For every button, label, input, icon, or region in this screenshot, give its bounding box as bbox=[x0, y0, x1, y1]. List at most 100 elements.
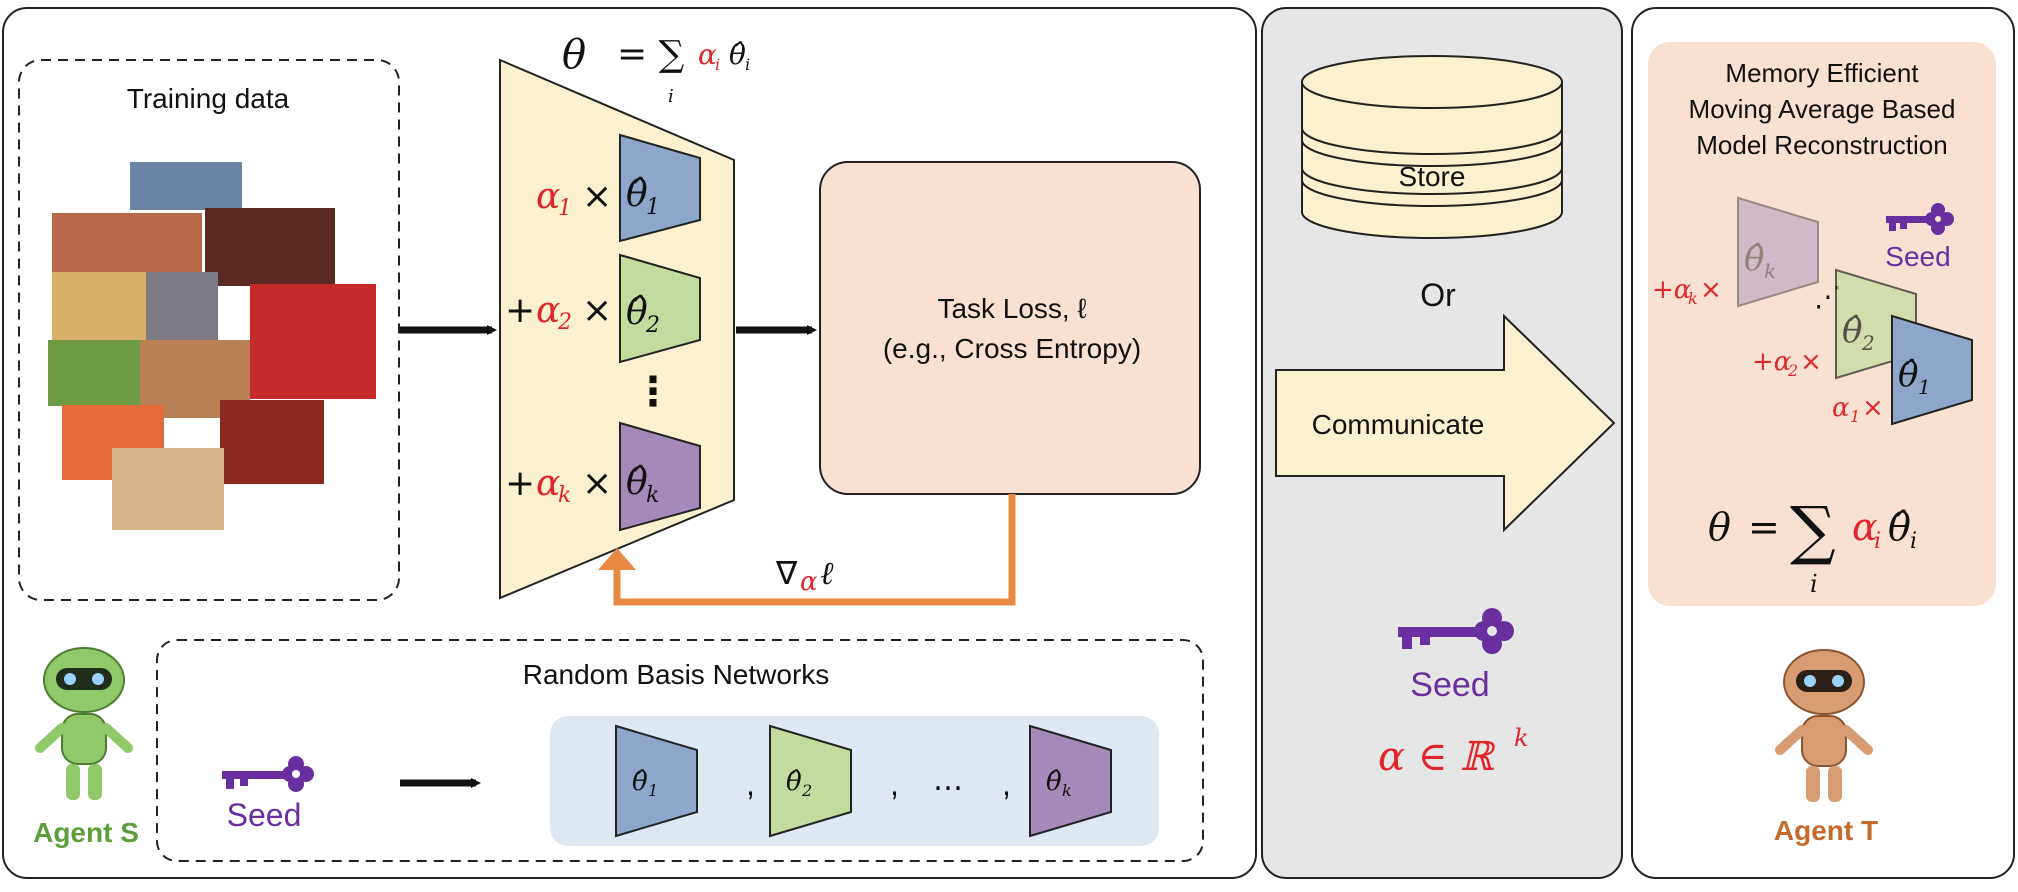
term-alpha1-theta1: α 1 × θ̂ 1 bbox=[536, 133, 701, 243]
reconstruction-title-1: Memory Efficient bbox=[1725, 58, 1919, 88]
vdots: ⋮ bbox=[633, 369, 673, 415]
reconstruction-title-3: Model Reconstruction bbox=[1696, 130, 1947, 160]
svg-text:1: 1 bbox=[1918, 375, 1931, 399]
term-alpha2-theta2: + α 2 × θ̂ 2 bbox=[505, 253, 701, 364]
svg-text:2: 2 bbox=[801, 781, 812, 800]
alpha-space: α ∈ ℝ k bbox=[1378, 724, 1529, 780]
basis-sep-1: , bbox=[746, 766, 755, 802]
svg-text:×: × bbox=[582, 463, 612, 504]
task-loss-line2: (e.g., Cross Entropy) bbox=[883, 333, 1141, 364]
svg-text:α: α bbox=[536, 463, 560, 504]
agent-t-robot-icon bbox=[1775, 649, 1873, 802]
svg-text:θ̂: θ̂ bbox=[626, 174, 648, 215]
svg-text:θ̂: θ̂ bbox=[632, 767, 648, 797]
svg-text:k: k bbox=[1062, 781, 1072, 800]
svg-text:×: × bbox=[582, 290, 612, 331]
svg-text:+α: +α bbox=[1652, 275, 1692, 305]
svg-text:θ: θ bbox=[1708, 505, 1731, 549]
svg-text:∇: ∇ bbox=[775, 554, 798, 592]
right-coeff-1: α 1 × bbox=[1832, 393, 1884, 426]
term-alphak-thetak: + α k × θ̂ k bbox=[505, 421, 701, 532]
svg-text:i: i bbox=[715, 55, 720, 74]
svg-text:α ∈ ℝ: α ∈ ℝ bbox=[1378, 734, 1496, 780]
svg-text:k: k bbox=[1764, 259, 1776, 283]
basis-networks-box bbox=[550, 716, 1159, 846]
svg-text:2: 2 bbox=[1861, 331, 1875, 355]
training-images-collage bbox=[48, 162, 376, 530]
svg-text:k: k bbox=[1688, 289, 1698, 308]
key-icon bbox=[222, 756, 314, 792]
communicate-arrow bbox=[1275, 313, 1616, 533]
thetak-trapezoid bbox=[619, 421, 701, 532]
task-loss-line1: Task Loss, ℓ bbox=[937, 293, 1086, 324]
svg-text:1: 1 bbox=[646, 195, 660, 220]
reconstruction-formula: θ = ∑ i α i θ̂ i bbox=[1708, 494, 1917, 598]
agent-t-label: Agent T bbox=[1774, 815, 1878, 846]
task-loss-box bbox=[819, 161, 1201, 495]
svg-text:θ̂: θ̂ bbox=[1842, 311, 1862, 351]
svg-text:θ̂: θ̂ bbox=[1744, 239, 1764, 279]
gradient-label: ∇ α ℓ bbox=[775, 554, 834, 597]
svg-text:k: k bbox=[558, 483, 571, 508]
svg-text:α: α bbox=[1852, 505, 1878, 549]
svg-text:+: + bbox=[505, 463, 535, 504]
theta2-trapezoid bbox=[619, 253, 701, 364]
svg-text:α: α bbox=[536, 290, 560, 331]
svg-text:θ̂: θ̂ bbox=[729, 38, 746, 71]
svg-text:θ̂: θ̂ bbox=[1898, 355, 1918, 395]
svg-text:×: × bbox=[1700, 275, 1722, 305]
right-coeff-k: +α k × bbox=[1652, 275, 1722, 308]
agent-s-label: Agent S bbox=[33, 817, 139, 848]
svg-text:i: i bbox=[1874, 529, 1881, 554]
basis-theta2: θ̂ 2 bbox=[769, 724, 852, 838]
svg-text:ℓ: ℓ bbox=[820, 554, 834, 592]
svg-text:k: k bbox=[646, 483, 659, 508]
agent-s-robot-icon bbox=[35, 647, 133, 800]
svg-text:α: α bbox=[536, 176, 560, 217]
reconstruction-title-2: Moving Average Based bbox=[1689, 94, 1956, 124]
svg-text:×: × bbox=[1800, 347, 1822, 377]
seed-label-middle: Seed bbox=[1410, 666, 1489, 704]
svg-text:×: × bbox=[1862, 393, 1884, 423]
key-icon bbox=[1886, 203, 1954, 235]
svg-text:+: + bbox=[505, 290, 535, 331]
svg-text:i: i bbox=[745, 55, 750, 74]
store-label: Store bbox=[1399, 161, 1466, 192]
seed-label-right: Seed bbox=[1885, 241, 1950, 272]
or-label: Or bbox=[1420, 277, 1456, 313]
svg-text:θ̂: θ̂ bbox=[626, 462, 648, 503]
gradient-feedback-line bbox=[613, 494, 1016, 606]
basis-theta1: θ̂ 1 bbox=[615, 724, 698, 838]
svg-text:2: 2 bbox=[557, 310, 572, 335]
random-basis-box bbox=[156, 639, 1204, 862]
right-theta1: θ̂ 1 bbox=[1891, 314, 1973, 426]
basis-sep-2: , bbox=[890, 766, 899, 802]
storage-cylinder-icon bbox=[1301, 55, 1563, 239]
reconstruction-box bbox=[1648, 42, 1996, 606]
right-thetak: θ̂ k bbox=[1737, 196, 1819, 308]
theta1-trapezoid bbox=[619, 133, 701, 243]
svg-text:θ̂: θ̂ bbox=[626, 292, 648, 333]
seed-label-left: Seed bbox=[227, 797, 302, 833]
svg-text:θ̂: θ̂ bbox=[1046, 767, 1062, 797]
right-coeff-2: +α 2 × bbox=[1752, 347, 1822, 380]
network-formula: θ = ∑ i α i θ̂ i bbox=[562, 32, 750, 107]
svg-text:α: α bbox=[698, 38, 717, 71]
svg-text:i: i bbox=[1910, 529, 1917, 554]
basis-sep-3: , bbox=[1002, 766, 1011, 802]
training-data-title: Training data bbox=[127, 83, 290, 114]
svg-text:= ∑: = ∑ bbox=[617, 34, 685, 75]
svg-text:2: 2 bbox=[1787, 361, 1798, 380]
basis-thetak: θ̂ k bbox=[1029, 724, 1112, 838]
key-icon bbox=[1398, 608, 1514, 654]
svg-text:k: k bbox=[1514, 724, 1529, 752]
svg-text:θ̂: θ̂ bbox=[1888, 505, 1911, 549]
svg-text:α: α bbox=[800, 567, 818, 597]
random-basis-title: Random Basis Networks bbox=[523, 659, 830, 690]
svg-text:2: 2 bbox=[645, 313, 660, 338]
svg-text:1: 1 bbox=[648, 781, 658, 800]
svg-text:i: i bbox=[1810, 570, 1818, 598]
basis-ellipsis: … bbox=[933, 763, 963, 798]
svg-text:θ̂: θ̂ bbox=[786, 767, 802, 797]
